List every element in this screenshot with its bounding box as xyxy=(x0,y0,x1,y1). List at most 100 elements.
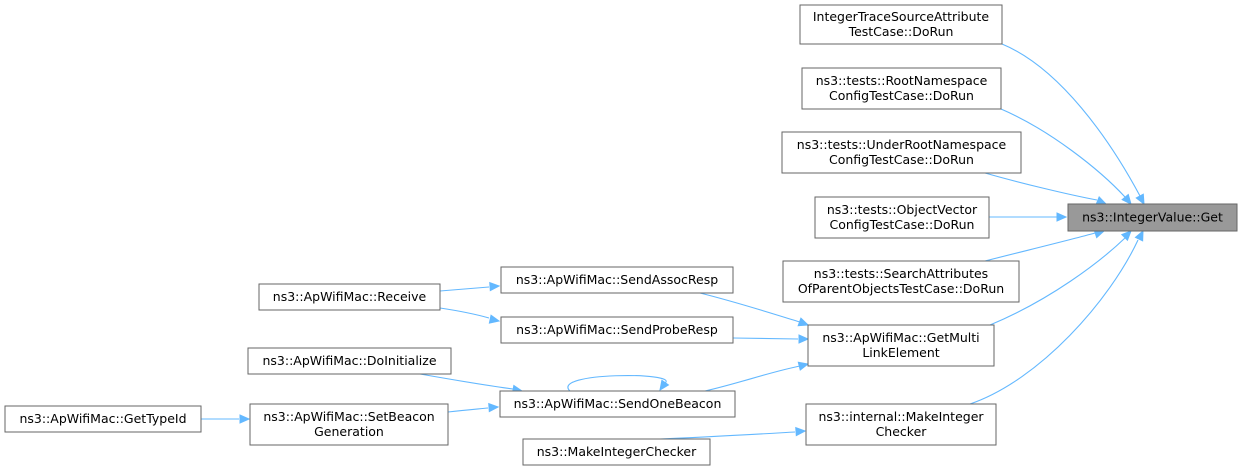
edge-arrowhead xyxy=(488,314,501,324)
edge-line xyxy=(419,373,514,390)
edge-line xyxy=(659,431,796,440)
edge-send-one-beacon-to-send-one-beacon xyxy=(567,374,670,392)
node-label: ns3::tests::SearchAttributes xyxy=(814,266,988,281)
edge-integer-trace-source-to-root xyxy=(1001,43,1145,206)
node-label: OfParentObjectsTestCase::DoRun xyxy=(798,281,1004,296)
node-object-vector[interactable]: ns3::tests::ObjectVectorConfigTestCase::… xyxy=(814,196,990,239)
edge-arrowhead xyxy=(1134,229,1144,242)
edge-arrowhead xyxy=(1120,230,1132,242)
node-label: ns3::ApWifiMac::DoInitialize xyxy=(262,353,436,368)
node-box xyxy=(801,67,1002,110)
node-box xyxy=(807,324,995,367)
edge-arrowhead xyxy=(797,361,810,371)
node-send-one-beacon[interactable]: ns3::ApWifiMac::SendOneBeacon xyxy=(499,390,736,418)
edge-root-namespace-to-root xyxy=(1000,108,1132,205)
node-label: ns3::ApWifiMac::SendOneBeacon xyxy=(514,396,722,411)
node-box xyxy=(247,347,452,375)
edge-arrowhead xyxy=(488,402,500,413)
edge-line xyxy=(447,407,489,413)
edge-object-vector-to-root xyxy=(989,212,1068,222)
edge-line xyxy=(1001,43,1141,197)
edge-arrowhead xyxy=(798,334,810,344)
edge-receive-to-send-probe-resp xyxy=(439,307,501,324)
edge-make-integer-checker-to-make-integer-checker-internal xyxy=(659,426,807,440)
node-label: ns3::ApWifiMac::GetMulti xyxy=(822,330,979,345)
edge-line xyxy=(732,337,799,340)
edge-search-attributes-to-root xyxy=(984,229,1106,262)
node-box xyxy=(4,405,202,433)
edge-get-multi-link-element-to-root xyxy=(989,230,1132,326)
edge-line xyxy=(439,307,490,319)
node-box xyxy=(499,390,736,418)
node-label: ns3::ApWifiMac::GetTypeId xyxy=(19,411,186,426)
edge-arrowhead xyxy=(1095,196,1108,205)
node-label: IntegerTraceSourceAttribute xyxy=(813,9,990,24)
node-box xyxy=(782,260,1020,303)
node-box xyxy=(258,283,441,311)
node-box xyxy=(249,403,449,446)
edge-arrowhead xyxy=(1135,193,1145,206)
node-label: ns3::tests::ObjectVector xyxy=(827,202,978,217)
node-label: ns3::MakeIntegerChecker xyxy=(537,444,697,459)
node-box xyxy=(500,266,734,294)
edge-line xyxy=(439,286,490,292)
node-label: Generation xyxy=(314,424,384,439)
node-make-integer-checker-internal[interactable]: ns3::internal::MakeIntegerChecker xyxy=(805,403,997,446)
node-label: ns3::tests::UnderRootNamespace xyxy=(797,137,1007,152)
node-box xyxy=(500,316,734,344)
node-label: ConfigTestCase::DoRun xyxy=(829,88,974,103)
node-root[interactable]: ns3::IntegerValue::Get xyxy=(1067,203,1238,232)
edge-arrowhead xyxy=(1056,212,1068,222)
edge-line xyxy=(984,232,1096,262)
edge-line xyxy=(704,365,801,392)
node-make-integer-checker[interactable]: ns3::MakeIntegerChecker xyxy=(522,438,711,466)
node-label: ns3::internal::MakeInteger xyxy=(818,409,984,424)
node-search-attributes[interactable]: ns3::tests::SearchAttributesOfParentObje… xyxy=(782,260,1020,303)
node-label: ns3::ApWifiMac::SetBeacon xyxy=(263,409,434,424)
edge-send-one-beacon-to-get-multi-link-element xyxy=(704,361,810,392)
edge-arrowhead xyxy=(489,281,501,292)
node-label: ns3::ApWifiMac::Receive xyxy=(273,289,427,304)
edge-get-type-id-to-set-beacon-generation xyxy=(201,414,251,424)
edge-arrowhead xyxy=(659,379,670,392)
node-label: ConfigTestCase::DoRun xyxy=(829,152,974,167)
edge-line xyxy=(567,374,667,392)
node-send-probe-resp[interactable]: ns3::ApWifiMac::SendProbeResp xyxy=(500,316,734,344)
edge-line xyxy=(969,239,1139,405)
node-label: Checker xyxy=(876,424,928,439)
node-box xyxy=(805,403,997,446)
edge-line xyxy=(699,292,801,323)
node-label: ConfigTestCase::DoRun xyxy=(830,217,975,232)
edges-layer xyxy=(201,43,1145,440)
node-send-assoc-resp[interactable]: ns3::ApWifiMac::SendAssocResp xyxy=(500,266,734,294)
node-box xyxy=(522,438,711,466)
edge-arrowhead xyxy=(239,414,251,424)
node-integer-trace-source[interactable]: IntegerTraceSourceAttributeTestCase::DoR… xyxy=(799,4,1003,45)
node-under-root-namespace[interactable]: ns3::tests::UnderRootNamespaceConfigTest… xyxy=(781,131,1022,174)
node-root-namespace[interactable]: ns3::tests::RootNamespaceConfigTestCase:… xyxy=(801,67,1002,110)
node-receive[interactable]: ns3::ApWifiMac::Receive xyxy=(258,283,441,311)
edge-receive-to-send-assoc-resp xyxy=(439,281,501,292)
edge-do-initialize-to-send-one-beacon xyxy=(419,373,524,395)
edge-under-root-namespace-to-root xyxy=(984,172,1108,205)
node-label: TestCase::DoRun xyxy=(848,24,954,39)
edge-send-assoc-resp-to-get-multi-link-element xyxy=(699,292,810,327)
node-label: ns3::tests::RootNamespace xyxy=(816,73,988,88)
edge-line xyxy=(984,172,1098,201)
node-label: ns3::IntegerValue::Get xyxy=(1082,210,1223,225)
node-get-type-id[interactable]: ns3::ApWifiMac::GetTypeId xyxy=(4,405,202,433)
edge-set-beacon-generation-to-send-one-beacon xyxy=(447,402,500,413)
edge-line xyxy=(989,237,1126,326)
edge-line xyxy=(1000,108,1126,198)
node-label: ns3::ApWifiMac::SendProbeResp xyxy=(516,322,718,337)
edge-arrowhead xyxy=(797,317,810,327)
nodes-layer: ns3::IntegerValue::Get IntegerTraceSource… xyxy=(4,4,1238,466)
node-label: ns3::ApWifiMac::SendAssocResp xyxy=(516,272,718,287)
node-do-initialize[interactable]: ns3::ApWifiMac::DoInitialize xyxy=(247,347,452,375)
edge-make-integer-checker-internal-to-root xyxy=(969,229,1144,405)
edge-arrowhead xyxy=(1121,193,1132,205)
node-box xyxy=(799,4,1003,45)
